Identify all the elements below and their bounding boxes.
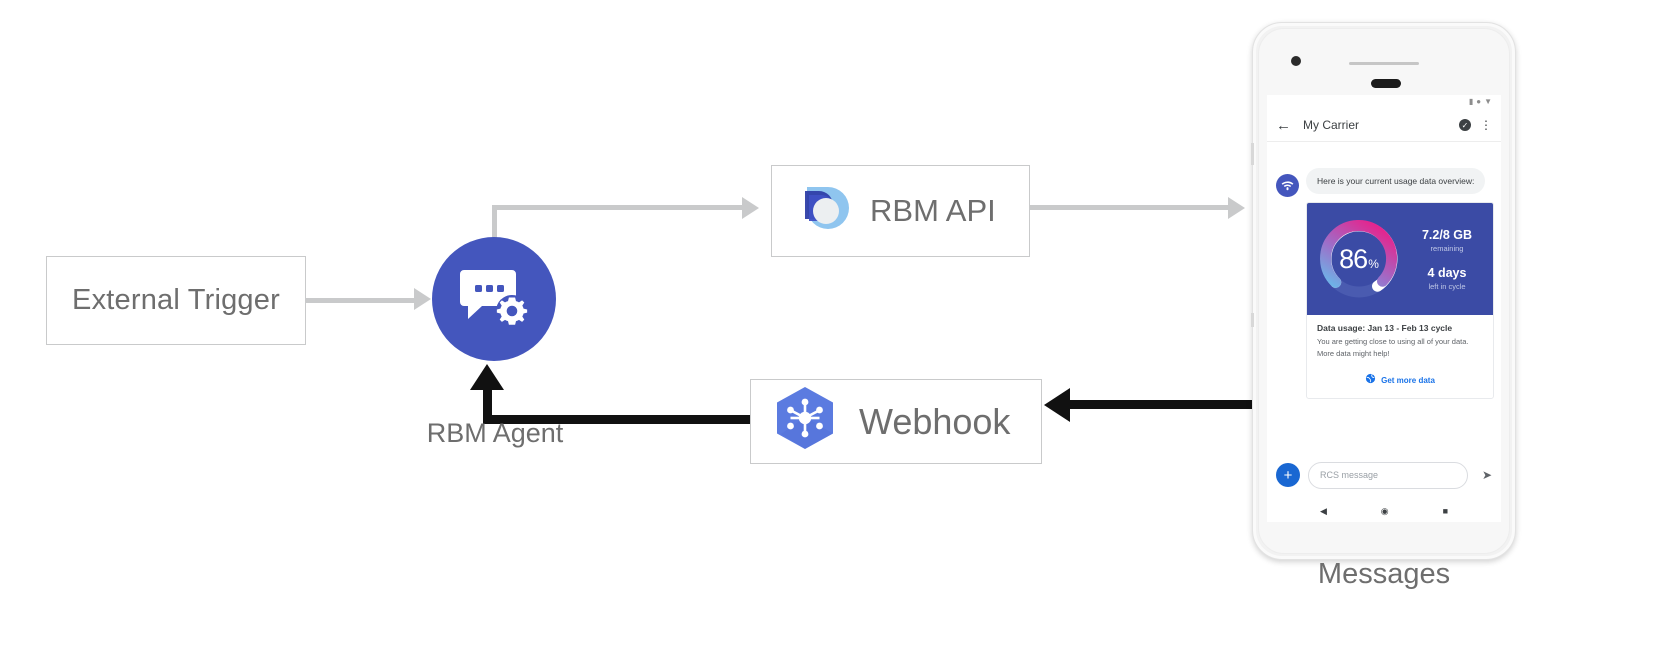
edge-webhook-to-agent-arrowhead	[470, 364, 504, 390]
edge-webhook-to-agent-vertical	[483, 390, 492, 424]
edge-trigger-to-agent-line	[306, 298, 416, 303]
rich-card-action-button[interactable]: Get more data	[1307, 364, 1493, 398]
edge-trigger-to-agent-arrowhead	[414, 288, 431, 310]
rich-card-title: Data usage: Jan 13 - Feb 13 cycle	[1317, 323, 1453, 333]
send-icon[interactable]: ➤	[1481, 468, 1492, 482]
battery-icon: ▼	[1484, 97, 1492, 106]
edge-webhook-to-agent-horizontal	[492, 415, 752, 424]
node-messages-label: Messages	[1317, 558, 1451, 590]
message-bubble: Here is your current usage data overview…	[1306, 168, 1486, 195]
rich-card-body: Data usage: Jan 13 - Feb 13 cycle You ar…	[1307, 315, 1493, 364]
app-bar-title: My Carrier	[1303, 118, 1359, 132]
verified-shield-icon[interactable]: ✓	[1459, 119, 1471, 131]
edge-phone-to-webhook-arrowhead	[1044, 388, 1070, 422]
edge-phone-to-webhook-line	[1070, 400, 1256, 409]
earpiece-speaker	[1371, 79, 1401, 88]
stat-days-left-value: 4 days	[1427, 265, 1467, 280]
cloud-functions-hexagon-icon	[769, 384, 841, 459]
sensor-strip	[1349, 62, 1419, 65]
edge-agent-to-api-horizontal	[492, 205, 744, 210]
power-button[interactable]	[1251, 313, 1254, 327]
data-usage-gauge: 86 %	[1313, 213, 1405, 305]
rcs-message-placeholder: RCS message	[1320, 470, 1379, 480]
phone-screen: ▮ ● ▼ ← My Carrier ✓ ⋮	[1267, 95, 1501, 522]
stat-data-remaining: 7.2/8 GB remaining	[1422, 228, 1472, 253]
overflow-menu-icon[interactable]: ⋮	[1480, 118, 1492, 132]
edge-api-to-phone-arrowhead	[1228, 197, 1245, 219]
rbm-api-icon	[792, 178, 854, 245]
status-bar: ▮ ● ▼	[1267, 95, 1501, 109]
node-external-trigger-label: External Trigger	[72, 284, 280, 316]
nav-back-icon[interactable]: ◀	[1319, 505, 1327, 516]
node-rbm-api[interactable]: RBM API	[771, 165, 1030, 257]
volume-button[interactable]	[1251, 143, 1254, 165]
globe-icon	[1365, 371, 1376, 389]
message-composer: + RCS message ➤	[1267, 452, 1501, 498]
gauge-center-label: 86 %	[1313, 213, 1405, 305]
phone-mockup: ▮ ● ▼ ← My Carrier ✓ ⋮	[1251, 22, 1516, 560]
conversation-thread: Here is your current usage data overview…	[1267, 142, 1501, 452]
stat-data-remaining-value: 7.2/8 GB	[1421, 227, 1473, 242]
signal-icon: ▮	[1468, 97, 1474, 106]
node-webhook-label: Webhook	[859, 400, 1011, 442]
edge-api-to-phone-line	[1030, 205, 1230, 210]
node-external-trigger[interactable]: External Trigger	[46, 256, 306, 345]
plus-icon[interactable]: +	[1276, 463, 1300, 487]
rich-card[interactable]: 86 % 7.2/8 GB remaining 4 days le	[1306, 202, 1494, 399]
gauge-value: 86	[1339, 243, 1368, 274]
front-camera-icon	[1291, 56, 1301, 66]
agent-message-row: Here is your current usage data overview…	[1276, 168, 1492, 197]
wifi-icon: ●	[1476, 97, 1482, 106]
rich-card-stats: 7.2/8 GB remaining 4 days left in cycle	[1405, 228, 1493, 291]
android-nav-bar: ◀ ◉ ■	[1267, 498, 1501, 522]
node-rbm-agent-label: RBM Agent	[426, 418, 564, 448]
app-bar: ← My Carrier ✓ ⋮	[1267, 109, 1501, 142]
stat-days-left: 4 days left in cycle	[1428, 266, 1467, 291]
rich-card-description: You are getting close to using all of yo…	[1317, 337, 1469, 358]
rich-card-action-label: Get more data	[1381, 375, 1435, 385]
nav-recents-icon[interactable]: ■	[1442, 505, 1449, 516]
gauge-unit: %	[1368, 257, 1379, 271]
node-rbm-agent[interactable]	[432, 237, 556, 361]
stat-days-left-label: left in cycle	[1428, 281, 1466, 291]
back-arrow-icon[interactable]: ←	[1276, 116, 1291, 134]
rcs-agent-icon	[1276, 174, 1299, 197]
node-rbm-api-label: RBM API	[870, 193, 996, 228]
edge-agent-to-api-arrowhead	[742, 197, 759, 219]
rich-card-media: 86 % 7.2/8 GB remaining 4 days le	[1307, 203, 1493, 315]
rcs-message-input[interactable]: RCS message	[1308, 461, 1468, 489]
stat-data-remaining-label: remaining	[1430, 243, 1464, 253]
chat-gear-icon	[460, 266, 528, 333]
nav-home-icon[interactable]: ◉	[1380, 505, 1389, 516]
node-webhook[interactable]: Webhook	[750, 379, 1042, 464]
